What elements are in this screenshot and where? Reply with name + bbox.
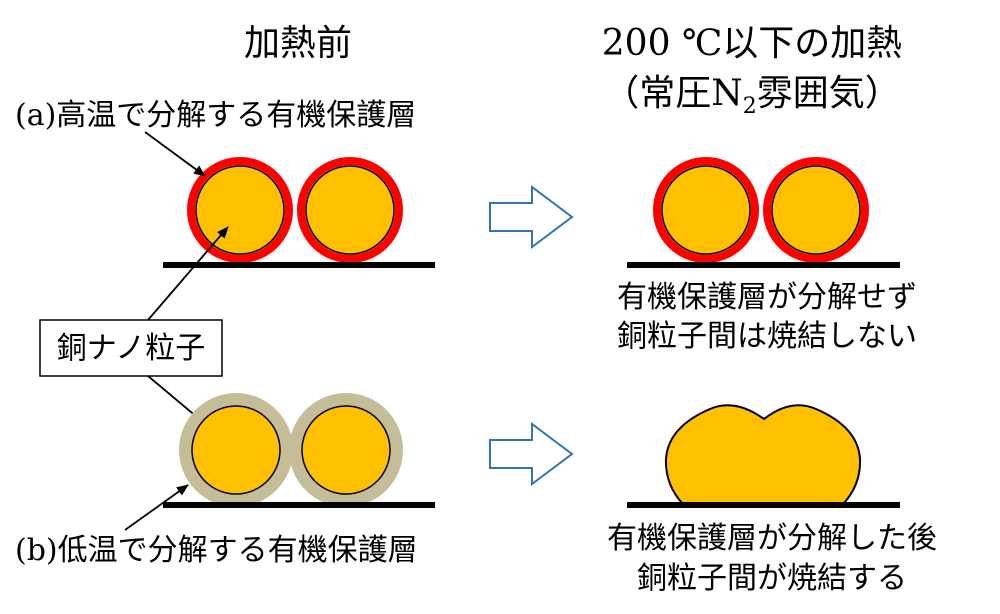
result-a-line2: 銅粒子間は焼結しない — [617, 319, 917, 354]
particle-a-right — [297, 157, 403, 263]
heading-before: 加熱前 — [244, 23, 352, 64]
result-a-line1: 有機保護層が分解せず — [617, 280, 917, 315]
pointer-particle-a — [147, 226, 229, 321]
particle-a-right-edge — [305, 165, 395, 255]
particle-b-right — [301, 405, 391, 495]
result-b-line2: 銅粒子間が焼結する — [637, 561, 907, 596]
heading-after-line1: 200 ℃以下の加熱 — [602, 23, 902, 64]
pointer-b-shell — [124, 484, 189, 531]
particles-b-after — [627, 404, 900, 508]
result-b-line1: 有機保護層が分解した後 — [607, 521, 937, 556]
particles-a-before — [163, 157, 435, 268]
particle-b-left — [191, 405, 281, 495]
particle-label-box — [39, 319, 223, 377]
heading-after-line2-suffix: 雰囲気） — [757, 73, 901, 114]
process-arrow-b — [489, 422, 574, 486]
heading-after-line2-sub: 2 — [743, 94, 757, 119]
heading-after-line2-prefix: （常圧N — [603, 73, 743, 114]
particle-a-after-right-edge — [771, 165, 861, 255]
pointer-a-shell — [144, 131, 206, 177]
particle-a-left-edge — [195, 165, 285, 255]
sintered-particle — [664, 404, 862, 504]
particle-label: 銅ナノ粒子 — [57, 331, 206, 366]
label-b: (b)低温で分解する有機保護層 — [15, 533, 418, 568]
particles-b-before — [163, 393, 435, 508]
particle-a-after-right — [763, 157, 869, 263]
particle-a-left — [187, 157, 293, 263]
process-arrow-a — [489, 185, 574, 249]
particle-a-after-left-edge — [661, 165, 751, 255]
label-a: (a)高温で分解する有機保護層 — [15, 98, 416, 133]
particles-a-after — [627, 157, 900, 268]
particle-a-after-left — [653, 157, 759, 263]
heading-after-line2: （常圧N2雰囲気） — [603, 73, 901, 119]
